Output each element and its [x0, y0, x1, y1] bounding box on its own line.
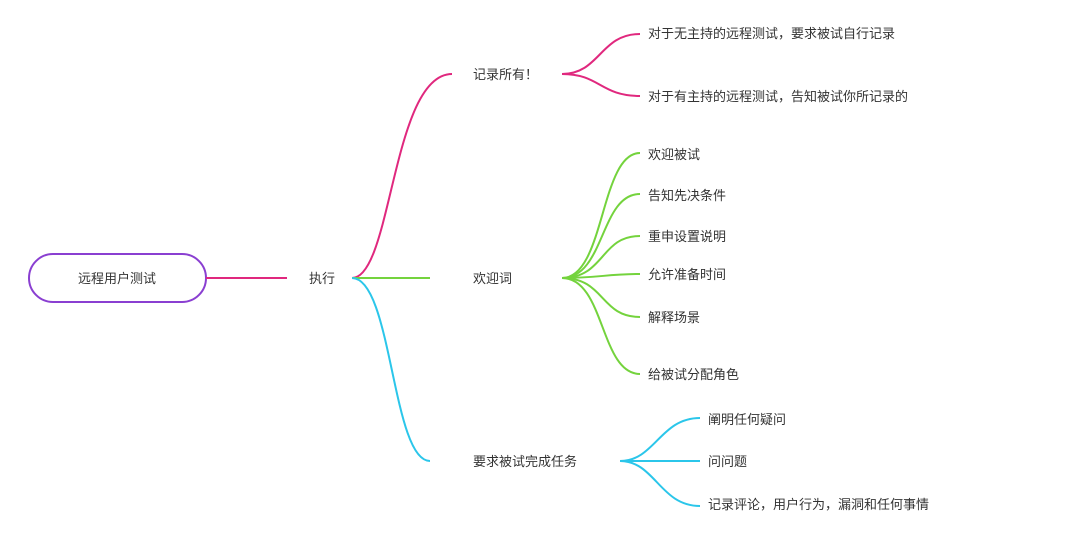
child-label: 对于有主持的远程测试，告知被试你所记录的 [648, 89, 908, 105]
root-node-label: 远程用户测试 [78, 271, 156, 287]
branch-curve-tasks [351, 277, 431, 462]
child-label: 允许准备时间 [648, 267, 726, 283]
child-label: 给被试分配角色 [648, 367, 739, 383]
child-curve [561, 73, 641, 97]
child-curve [561, 235, 641, 279]
level1-node-label: 执行 [309, 272, 335, 287]
child-curve [561, 277, 641, 375]
child-curve [561, 193, 641, 279]
branch-label-welcome: 欢迎词 [473, 272, 512, 287]
child-label: 欢迎被试 [648, 148, 700, 163]
child-curve [561, 277, 641, 318]
branch-label-tasks: 要求被试完成任务 [473, 454, 577, 470]
child-label: 对于无主持的远程测试，要求被试自行记录 [648, 26, 895, 42]
branch-curve-record [351, 73, 453, 279]
branch-label-record: 记录所有！ [473, 68, 538, 83]
child-curve [619, 460, 701, 507]
child-curve [561, 33, 641, 75]
child-label: 解释场景 [648, 311, 700, 326]
child-curve [619, 417, 701, 462]
child-label: 问问题 [708, 455, 747, 470]
child-label: 阐明任何疑问 [708, 412, 786, 428]
child-label: 记录评论，用户行为，漏洞和任何事情 [708, 497, 929, 513]
child-label: 告知先决条件 [648, 188, 726, 204]
child-curve [561, 152, 641, 279]
child-label: 重申设置说明 [648, 229, 726, 245]
